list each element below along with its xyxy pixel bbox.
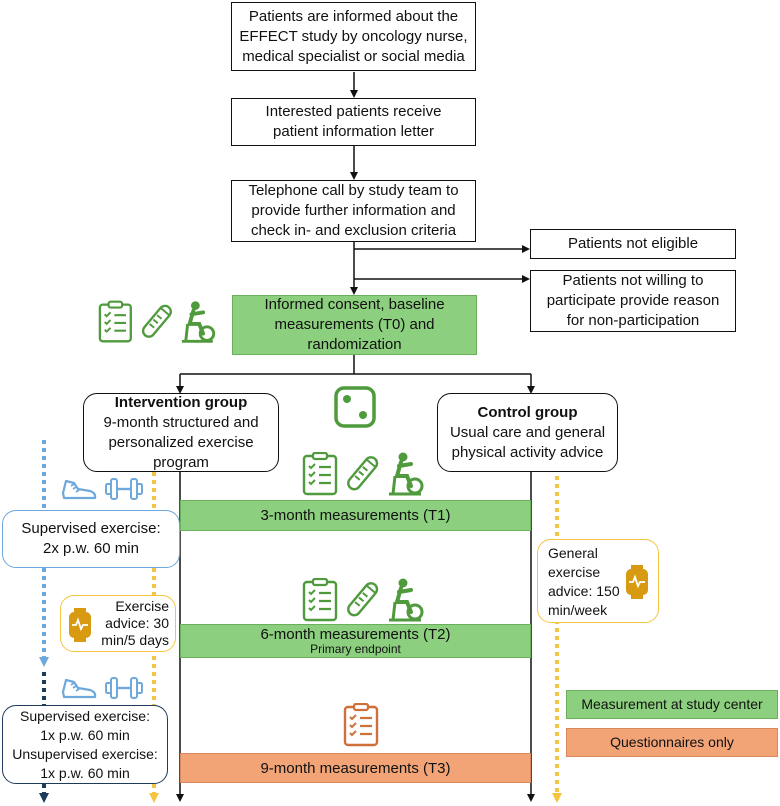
clipboard-icon	[343, 703, 379, 747]
legend-measurement-center: Measurement at study center	[566, 690, 778, 719]
control-group-box: Control group Usual care and general phy…	[437, 393, 618, 472]
exercise-bike-icon	[389, 452, 424, 496]
supervised-exercise-box-2: Supervised exercise: 1x p.w. 60 min Unsu…	[2, 705, 168, 784]
dumbbell-icon	[105, 478, 143, 500]
baseline-box: Informed consent, baseline measurements …	[232, 295, 477, 355]
test-tube-icon	[347, 582, 379, 617]
test-tube-icon	[347, 456, 379, 491]
legend-questionnaires-label: Questionnaires only	[610, 734, 734, 750]
step-informed-box: Patients are informed about the EFFECT s…	[231, 2, 476, 71]
clipboard-icon	[302, 578, 338, 622]
smartwatch-icon	[69, 608, 91, 642]
exercise-bike-icon	[182, 301, 216, 343]
general-advice-box: General exercise advice: 150 min/week	[537, 539, 659, 623]
intervention-group-box: Intervention group 9-month structured an…	[83, 393, 279, 472]
dice-icon	[334, 386, 376, 428]
exercise-icons-bottom	[60, 674, 146, 704]
t1-measurement-bar: 3-month measurements (T1)	[180, 500, 531, 531]
t2-icons	[301, 578, 431, 624]
exercise-icons-top	[60, 475, 146, 505]
intervention-title: Intervention group	[114, 393, 248, 411]
supervised-exercise-box-1: Supervised exercise: 2x p.w. 60 min	[2, 510, 180, 568]
smartwatch-icon	[626, 565, 648, 599]
dumbbell-icon	[105, 677, 143, 699]
t2-measurement-bar: 6-month measurements (T2) Primary endpoi…	[180, 624, 531, 658]
control-title: Control group	[477, 403, 578, 421]
t1-icons	[301, 452, 431, 498]
t2-primary-endpoint: Primary endpoint	[310, 642, 401, 656]
t1-label: 3-month measurements (T1)	[260, 507, 451, 524]
step-letter-box: Interested patients receive patient info…	[231, 98, 476, 146]
exercise-advice-text: Exercise advice: 30 min/5 days	[101, 598, 169, 648]
running-shoe-icon	[61, 678, 97, 699]
t2-label: 6-month measurements (T2)	[260, 626, 451, 643]
t3-measurement-bar: 9-month measurements (T3)	[180, 753, 531, 783]
not-willing-box: Patients not willing to participate prov…	[530, 270, 736, 332]
clipboard-icon	[98, 300, 132, 343]
not-eligible-box: Patients not eligible	[530, 229, 736, 259]
step-telephone-box: Telephone call by study team to provide …	[231, 180, 476, 242]
intervention-description: 9-month structured and personalized exer…	[103, 413, 259, 471]
legend-center-label: Measurement at study center	[581, 696, 763, 712]
t3-label: 9-month measurements (T3)	[260, 759, 451, 777]
running-shoe-icon	[61, 479, 97, 500]
legend-questionnaires-only: Questionnaires only	[566, 728, 778, 757]
general-advice-text: General exercise advice: 150 min/week	[548, 545, 620, 618]
test-tube-icon	[141, 304, 172, 338]
exercise-bike-icon	[389, 578, 424, 622]
clipboard-icon	[302, 452, 338, 496]
control-description: Usual care and general physical activity…	[449, 423, 606, 461]
exercise-advice-box: Exercise advice: 30 min/5 days	[60, 595, 176, 652]
baseline-icons	[97, 300, 217, 346]
